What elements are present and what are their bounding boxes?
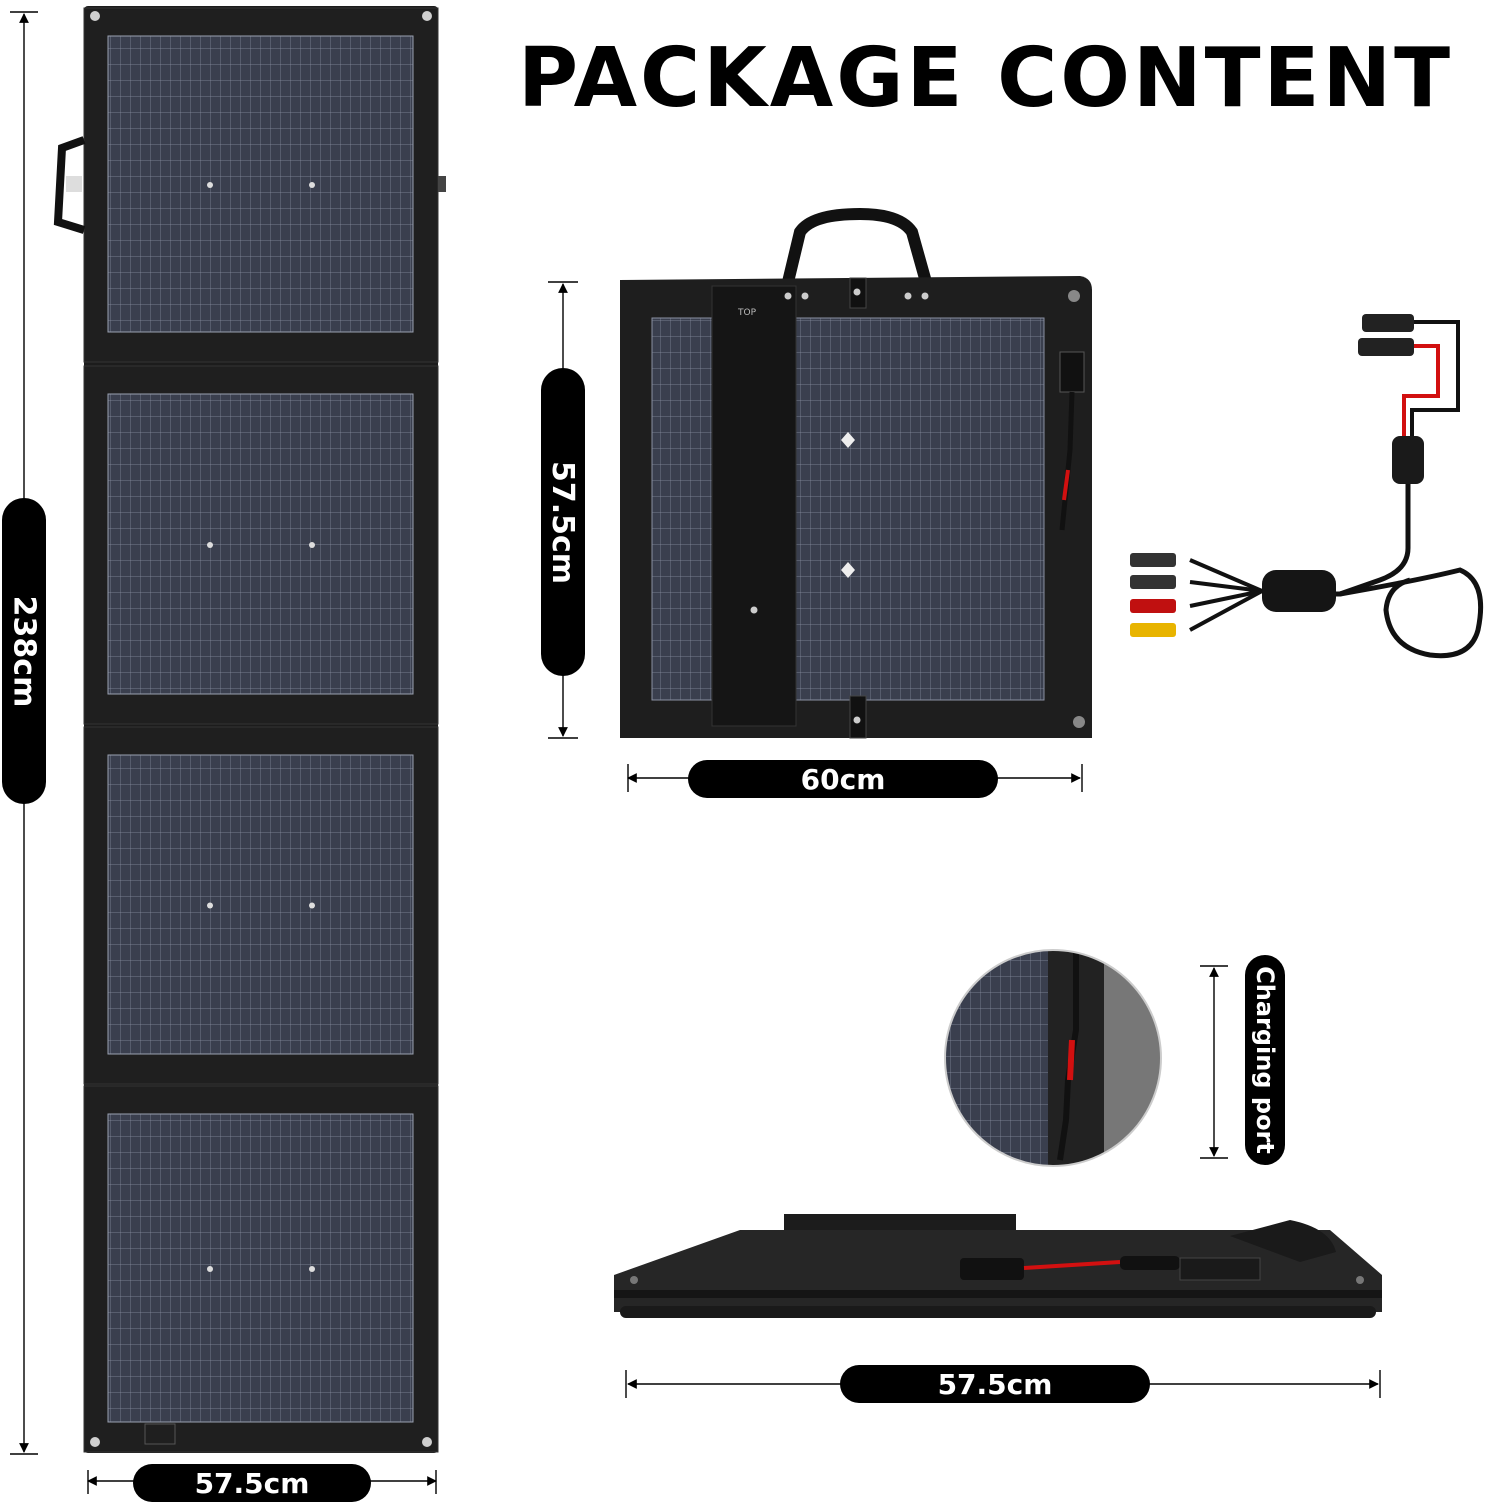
carry-handle [53,136,86,234]
cell-marker [841,432,855,448]
mc4-connector [1362,314,1414,332]
folded-solar-cells [651,317,1045,701]
side-view-layer [620,1306,1376,1318]
adapter-cable-red [1402,344,1440,440]
page-title: PACKAGE CONTENT [518,31,1454,126]
zoom-outline [944,949,1162,1167]
side-view-cable-red [1023,1260,1121,1270]
output-connector [1130,575,1176,589]
grommet [1356,1276,1364,1284]
side-view-strap [784,1214,1016,1230]
output-cable [1189,558,1263,593]
unfolded-length-label: 238cm [2,498,46,804]
handle-buckle [66,176,82,192]
folded-panel-strap [711,285,797,727]
cell-marker [309,902,315,909]
panel-cable-red [1062,469,1070,501]
folded-panel-handle [782,207,932,284]
zoom-cable-red [1067,1039,1075,1081]
side-clip [438,176,446,192]
cell-marker [309,1266,315,1272]
panel-cable [1059,391,1075,531]
rivet [853,288,861,296]
rivet [853,716,861,724]
cell-marker [207,1266,213,1272]
side-view-layer [614,1290,1382,1298]
distribution-hub [1262,570,1336,612]
adapter-cable-black [1410,320,1460,440]
side-view-handle [1230,1220,1336,1262]
side-width-label: 57.5cm [840,1365,1150,1403]
zoom-cells [945,950,1050,1166]
junction-box [1059,351,1085,393]
side-view-splitter [1120,1256,1180,1270]
grommet [422,11,432,21]
solar-cell-array [107,35,414,333]
solar-cell-array [107,754,414,1055]
cell-marker [207,182,213,188]
output-connector [1130,553,1176,567]
solar-cell-array [107,393,414,695]
coiled-cable [1339,567,1484,659]
grommet [1068,290,1080,302]
adapter-cable [1330,484,1411,597]
grommet [422,1437,432,1447]
side-view-junction-box [1179,1257,1261,1281]
output-cable [1189,580,1263,593]
rivet [784,292,792,300]
rivet [921,292,929,300]
output-cable [1189,589,1263,608]
grommet [630,1276,638,1284]
cell-marker [309,182,315,188]
panel-top-text: TOP [738,308,757,318]
output-connector [1130,623,1176,637]
grommet [90,1437,100,1447]
charging-port-zoom [945,950,1161,1166]
cell-marker [207,542,213,548]
unfolded-width-label: 57.5cm [133,1464,371,1502]
rivet [750,606,758,614]
grommet [90,11,100,21]
side-view-connector [960,1258,1024,1280]
cell-marker [207,902,213,909]
junction-label [144,1423,176,1445]
mc4-connector [1358,338,1414,356]
folded-height-label: 57.5cm [541,368,585,676]
cell-marker [841,562,855,578]
rivet [904,292,912,300]
charging-port-label: Charging port [1245,955,1285,1165]
cell-marker [309,542,315,548]
output-connector [1130,599,1176,613]
folded-width-label: 60cm [688,760,998,798]
output-cable [1189,589,1263,632]
y-splitter [1392,436,1424,484]
grommet [1073,716,1085,728]
zoom-cable [1057,950,1079,1161]
solar-cell-array [107,1113,414,1423]
rivet [801,292,809,300]
